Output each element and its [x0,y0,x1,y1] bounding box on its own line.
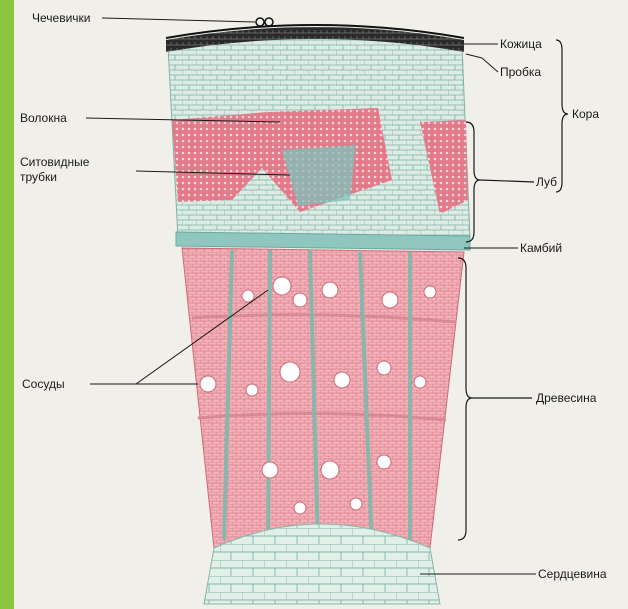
label-pith: Сердцевина [538,567,607,581]
bark-bracket [556,40,568,192]
label-cork: Пробка [500,65,541,79]
lenticel-mark [256,18,273,26]
label-epidermis: Кожица [500,37,542,51]
label-bark: Кора [572,107,599,121]
label-lenticels: Чечевички [32,11,90,25]
brackets [458,40,568,540]
label-phloem: Луб [536,175,557,189]
label-vessels: Сосуды [22,377,65,391]
label-cambium: Камбий [520,241,562,255]
label-fibers: Волокна [20,111,67,125]
label-wood: Древесина [536,391,597,405]
wood-bracket [458,258,472,540]
label-sieve-tubes-line2: трубки [20,170,57,184]
label-sieve-tubes-line1: Ситовидные [20,155,90,169]
